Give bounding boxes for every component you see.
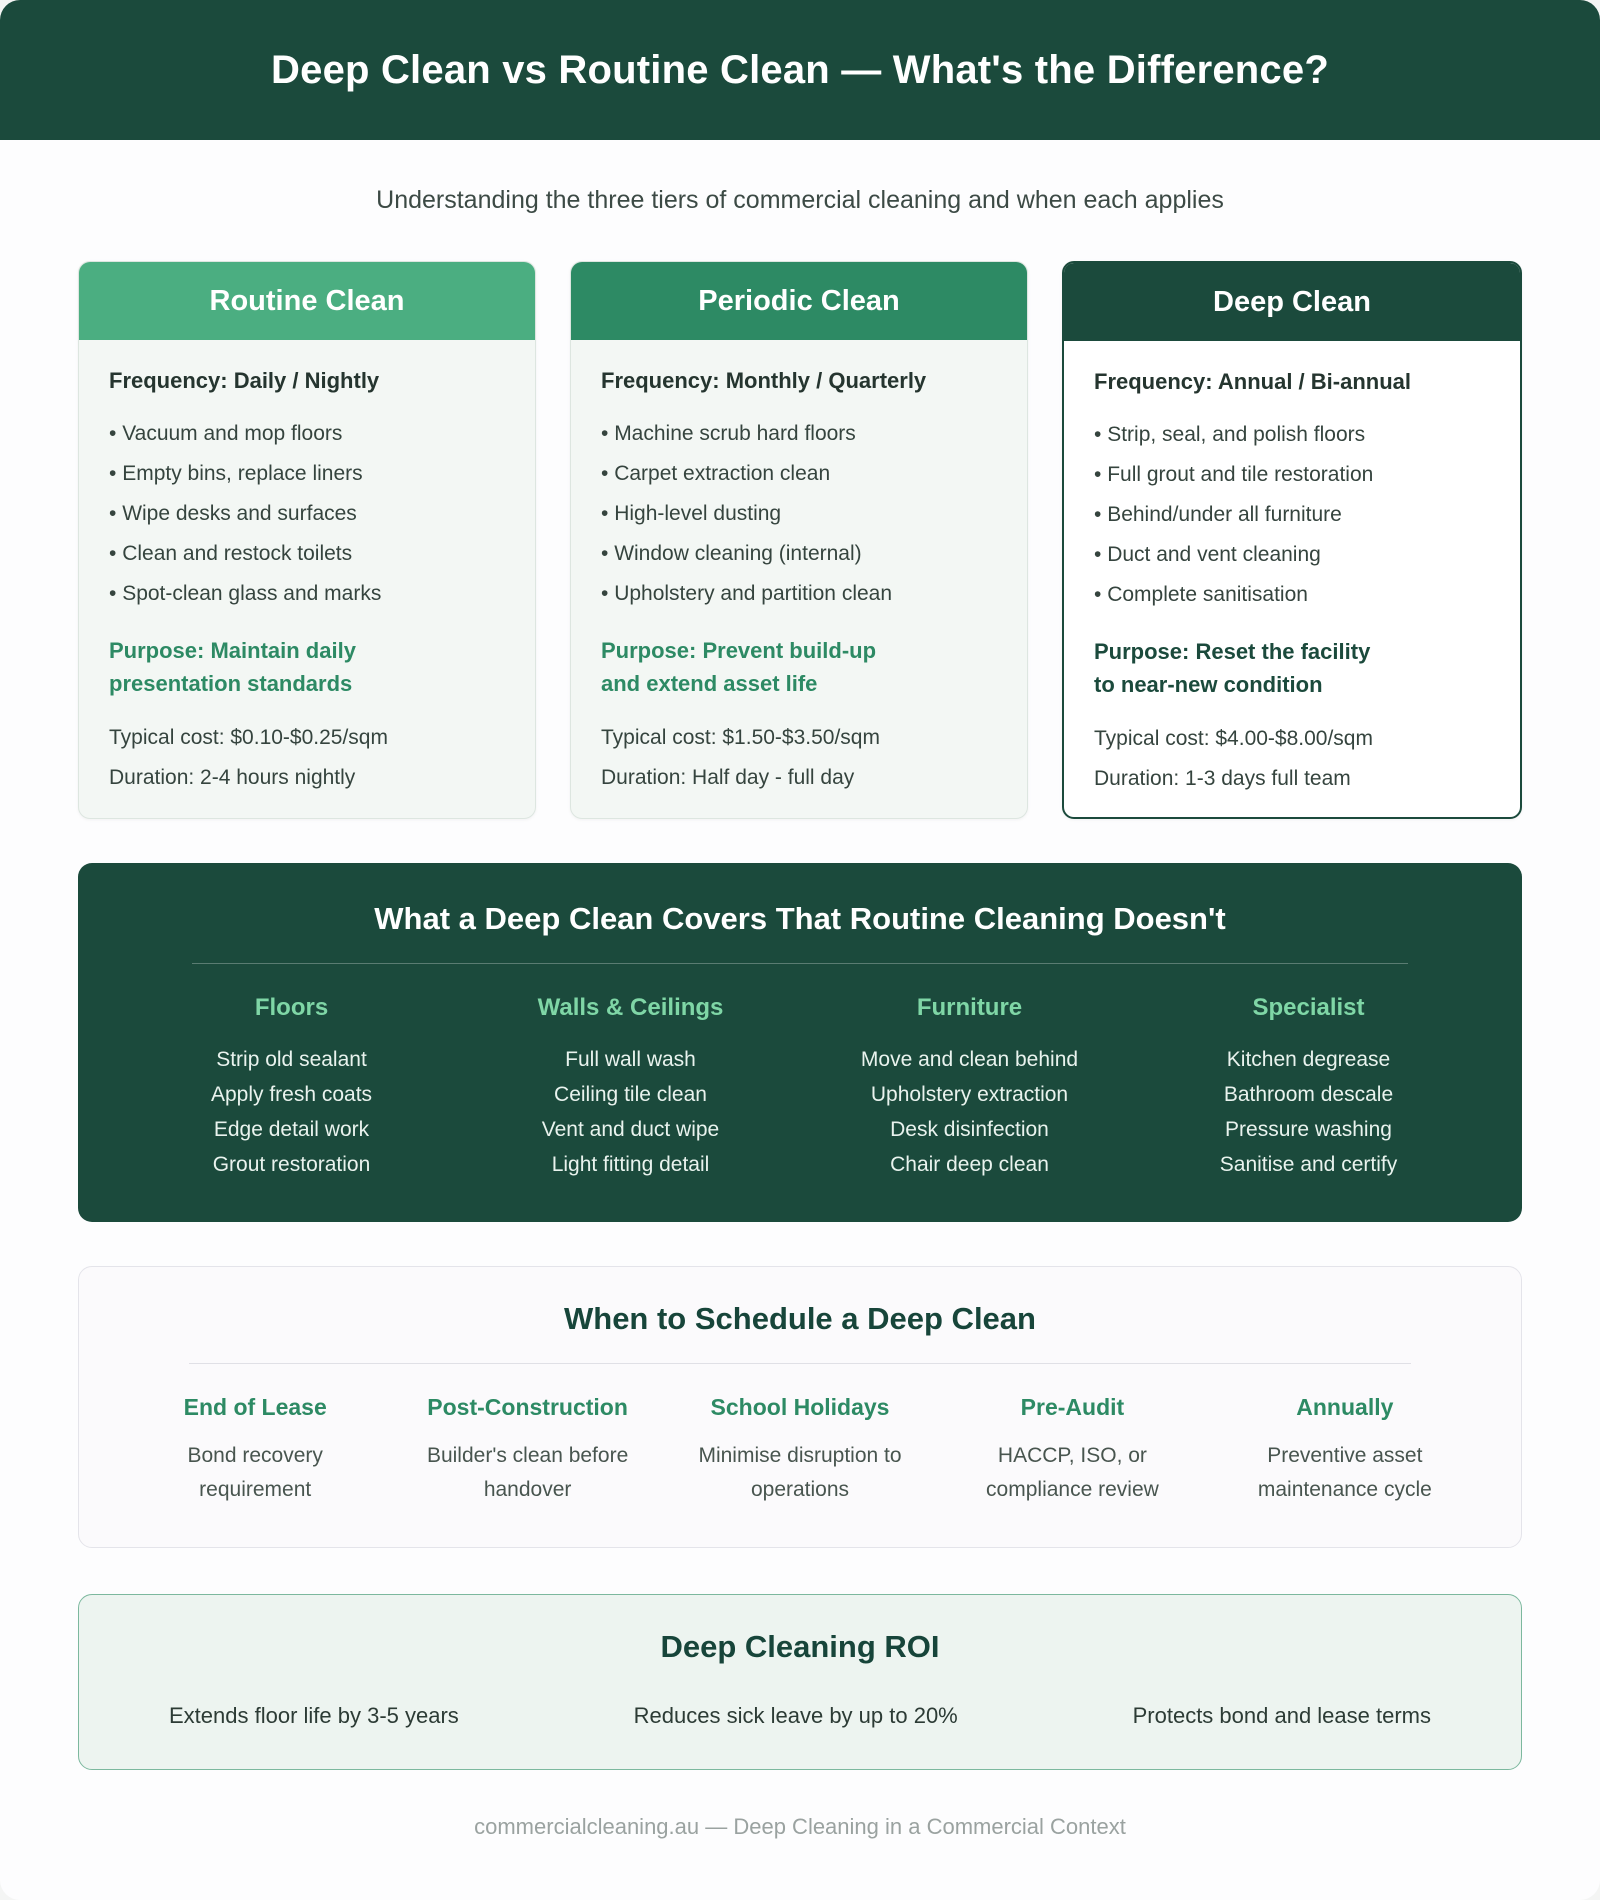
schedule-col-post-construction: Post-Construction Builder's clean before… xyxy=(391,1394,663,1507)
schedule-col-text: Minimise disruption to operations xyxy=(698,1444,902,1501)
coverage-item: Chair deep clean xyxy=(890,1153,1049,1176)
page-title: Deep Clean vs Routine Clean — What's the… xyxy=(271,47,1329,92)
task-item: Full grout and tile restoration xyxy=(1094,455,1490,495)
duration-label: Duration: 1-3 days full team xyxy=(1094,767,1351,790)
roi-items-row: Extends floor life by 3-5 years Reduces … xyxy=(169,1703,1431,1729)
coverage-item: Upholstery extraction xyxy=(870,1083,1069,1106)
task-item: Machine scrub hard floors xyxy=(601,414,997,454)
schedule-col-heading: Post-Construction xyxy=(427,1394,628,1420)
task-item: Carpet extraction clean xyxy=(601,454,997,494)
task-item: High-level dusting xyxy=(601,494,997,534)
coverage-section: What a Deep Clean Covers That Routine Cl… xyxy=(78,863,1522,1222)
task-list: Vacuum and mop floors Empty bins, replac… xyxy=(109,414,505,614)
coverage-item: Strip old sealant xyxy=(216,1048,367,1071)
coverage-item: Ceiling tile clean xyxy=(554,1083,707,1106)
tier-card-deep-title: Deep Clean xyxy=(1064,263,1520,341)
schedule-col-heading: Annually xyxy=(1296,1394,1394,1420)
frequency-label: Frequency: Annual / Bi-annual xyxy=(1094,369,1411,394)
task-item: Upholstery and partition clean xyxy=(601,574,997,614)
task-item: Vacuum and mop floors xyxy=(109,414,505,454)
coverage-divider xyxy=(192,963,1408,964)
frequency-label: Frequency: Daily / Nightly xyxy=(109,368,380,393)
schedule-col-end-of-lease: End of Lease Bond recovery requirement xyxy=(119,1394,391,1507)
tier-card-routine-title: Routine Clean xyxy=(79,262,535,340)
schedule-col-text: Builder's clean before handover xyxy=(426,1444,629,1501)
coverage-item: Kitchen degrease xyxy=(1226,1048,1391,1071)
schedule-col-school-holidays: School Holidays Minimise disruption to o… xyxy=(664,1394,936,1507)
coverage-item: Bathroom descale xyxy=(1223,1083,1394,1106)
coverage-item: Apply fresh coats xyxy=(210,1083,373,1106)
task-item: Empty bins, replace liners xyxy=(109,454,505,494)
coverage-item: Sanitise and certify xyxy=(1219,1153,1398,1176)
task-item: Duct and vent cleaning xyxy=(1094,535,1490,575)
schedule-columns: End of Lease Bond recovery requirement P… xyxy=(119,1394,1481,1507)
roi-item: Reduces sick leave by up to 20% xyxy=(633,1703,958,1728)
schedule-col-annually: Annually Preventive asset maintenance cy… xyxy=(1209,1394,1481,1507)
coverage-item: Grout restoration xyxy=(212,1153,371,1176)
tier-cards-row: Routine Clean Frequency: Daily / Nightly… xyxy=(0,261,1600,819)
roi-item: Extends floor life by 3-5 years xyxy=(169,1703,459,1728)
tier-card-deep: Deep Clean Frequency: Annual / Bi-annual… xyxy=(1062,261,1522,819)
duration-label: Duration: 2-4 hours nightly xyxy=(109,766,356,789)
tier-card-periodic-body: Frequency: Monthly / Quarterly Machine s… xyxy=(571,340,1027,818)
tier-card-routine-body: Frequency: Daily / Nightly Vacuum and mo… xyxy=(79,340,535,818)
coverage-item: Full wall wash xyxy=(565,1048,696,1071)
task-list: Machine scrub hard floors Carpet extract… xyxy=(601,414,997,614)
cost-label: Typical cost: $4.00-$8.00/sqm xyxy=(1094,727,1373,750)
duration-label: Duration: Half day - full day xyxy=(601,766,855,789)
schedule-col-heading: Pre-Audit xyxy=(1020,1394,1125,1420)
coverage-item: Move and clean behind xyxy=(860,1048,1079,1071)
coverage-col-floors: Floors Strip old sealant Apply fresh coa… xyxy=(122,994,461,1182)
task-item: Strip, seal, and polish floors xyxy=(1094,415,1490,455)
coverage-col-heading: Walls & Ceilings xyxy=(537,994,724,1021)
coverage-item: Light fitting detail xyxy=(551,1153,710,1176)
header-band: Deep Clean vs Routine Clean — What's the… xyxy=(0,0,1600,140)
schedule-col-heading: End of Lease xyxy=(183,1394,327,1420)
coverage-columns: Floors Strip old sealant Apply fresh coa… xyxy=(122,994,1478,1182)
frequency-label: Frequency: Monthly / Quarterly xyxy=(601,368,927,393)
roi-title: Deep Cleaning ROI xyxy=(660,1629,940,1664)
tier-card-deep-body: Frequency: Annual / Bi-annual Strip, sea… xyxy=(1064,341,1520,817)
cost-label: Typical cost: $0.10-$0.25/sqm xyxy=(109,726,388,749)
task-item: Clean and restock toilets xyxy=(109,534,505,574)
coverage-col-specialist: Specialist Kitchen degrease Bathroom des… xyxy=(1139,994,1478,1182)
coverage-col-furniture: Furniture Move and clean behind Upholste… xyxy=(800,994,1139,1182)
task-item: Spot-clean glass and marks xyxy=(109,574,505,614)
page-subtitle: Understanding the three tiers of commerc… xyxy=(376,186,1224,214)
tier-card-periodic: Periodic Clean Frequency: Monthly / Quar… xyxy=(570,261,1028,819)
coverage-title: What a Deep Clean Covers That Routine Cl… xyxy=(374,901,1226,936)
coverage-item: Vent and duct wipe xyxy=(541,1118,720,1141)
roi-item: Protects bond and lease terms xyxy=(1132,1703,1431,1728)
schedule-divider xyxy=(189,1363,1411,1364)
task-item: Complete sanitisation xyxy=(1094,575,1490,615)
tier-card-routine: Routine Clean Frequency: Daily / Nightly… xyxy=(78,261,536,819)
cost-label: Typical cost: $1.50-$3.50/sqm xyxy=(601,726,880,749)
page-footer: commercialcleaning.au — Deep Cleaning in… xyxy=(474,1814,1126,1839)
coverage-col-heading: Specialist xyxy=(1252,994,1365,1021)
purpose-label: Purpose: Reset the facility to near-new … xyxy=(1094,639,1371,697)
coverage-item: Desk disinfection xyxy=(890,1118,1049,1141)
purpose-label: Purpose: Prevent build-up and extend ass… xyxy=(601,638,877,696)
task-item: Window cleaning (internal) xyxy=(601,534,997,574)
task-item: Behind/under all furniture xyxy=(1094,495,1490,535)
schedule-section: When to Schedule a Deep Clean End of Lea… xyxy=(78,1266,1522,1548)
schedule-col-text: Bond recovery requirement xyxy=(187,1444,323,1501)
schedule-title: When to Schedule a Deep Clean xyxy=(564,1301,1036,1336)
coverage-item: Edge detail work xyxy=(213,1118,370,1141)
purpose-label: Purpose: Maintain daily presentation sta… xyxy=(109,638,356,696)
tier-card-periodic-title: Periodic Clean xyxy=(571,262,1027,340)
schedule-col-pre-audit: Pre-Audit HACCP, ISO, or compliance revi… xyxy=(936,1394,1208,1507)
roi-section: Deep Cleaning ROI Extends floor life by … xyxy=(78,1594,1522,1770)
coverage-col-walls-ceilings: Walls & Ceilings Full wall wash Ceiling … xyxy=(461,994,800,1182)
schedule-col-heading: School Holidays xyxy=(710,1394,890,1420)
coverage-col-heading: Furniture xyxy=(916,994,1023,1021)
task-list: Strip, seal, and polish floors Full grou… xyxy=(1094,415,1490,615)
schedule-col-text: HACCP, ISO, or compliance review xyxy=(986,1444,1159,1501)
task-item: Wipe desks and surfaces xyxy=(109,494,505,534)
coverage-col-heading: Floors xyxy=(254,994,329,1021)
schedule-col-text: Preventive asset maintenance cycle xyxy=(1257,1444,1432,1501)
coverage-item: Pressure washing xyxy=(1225,1118,1392,1141)
